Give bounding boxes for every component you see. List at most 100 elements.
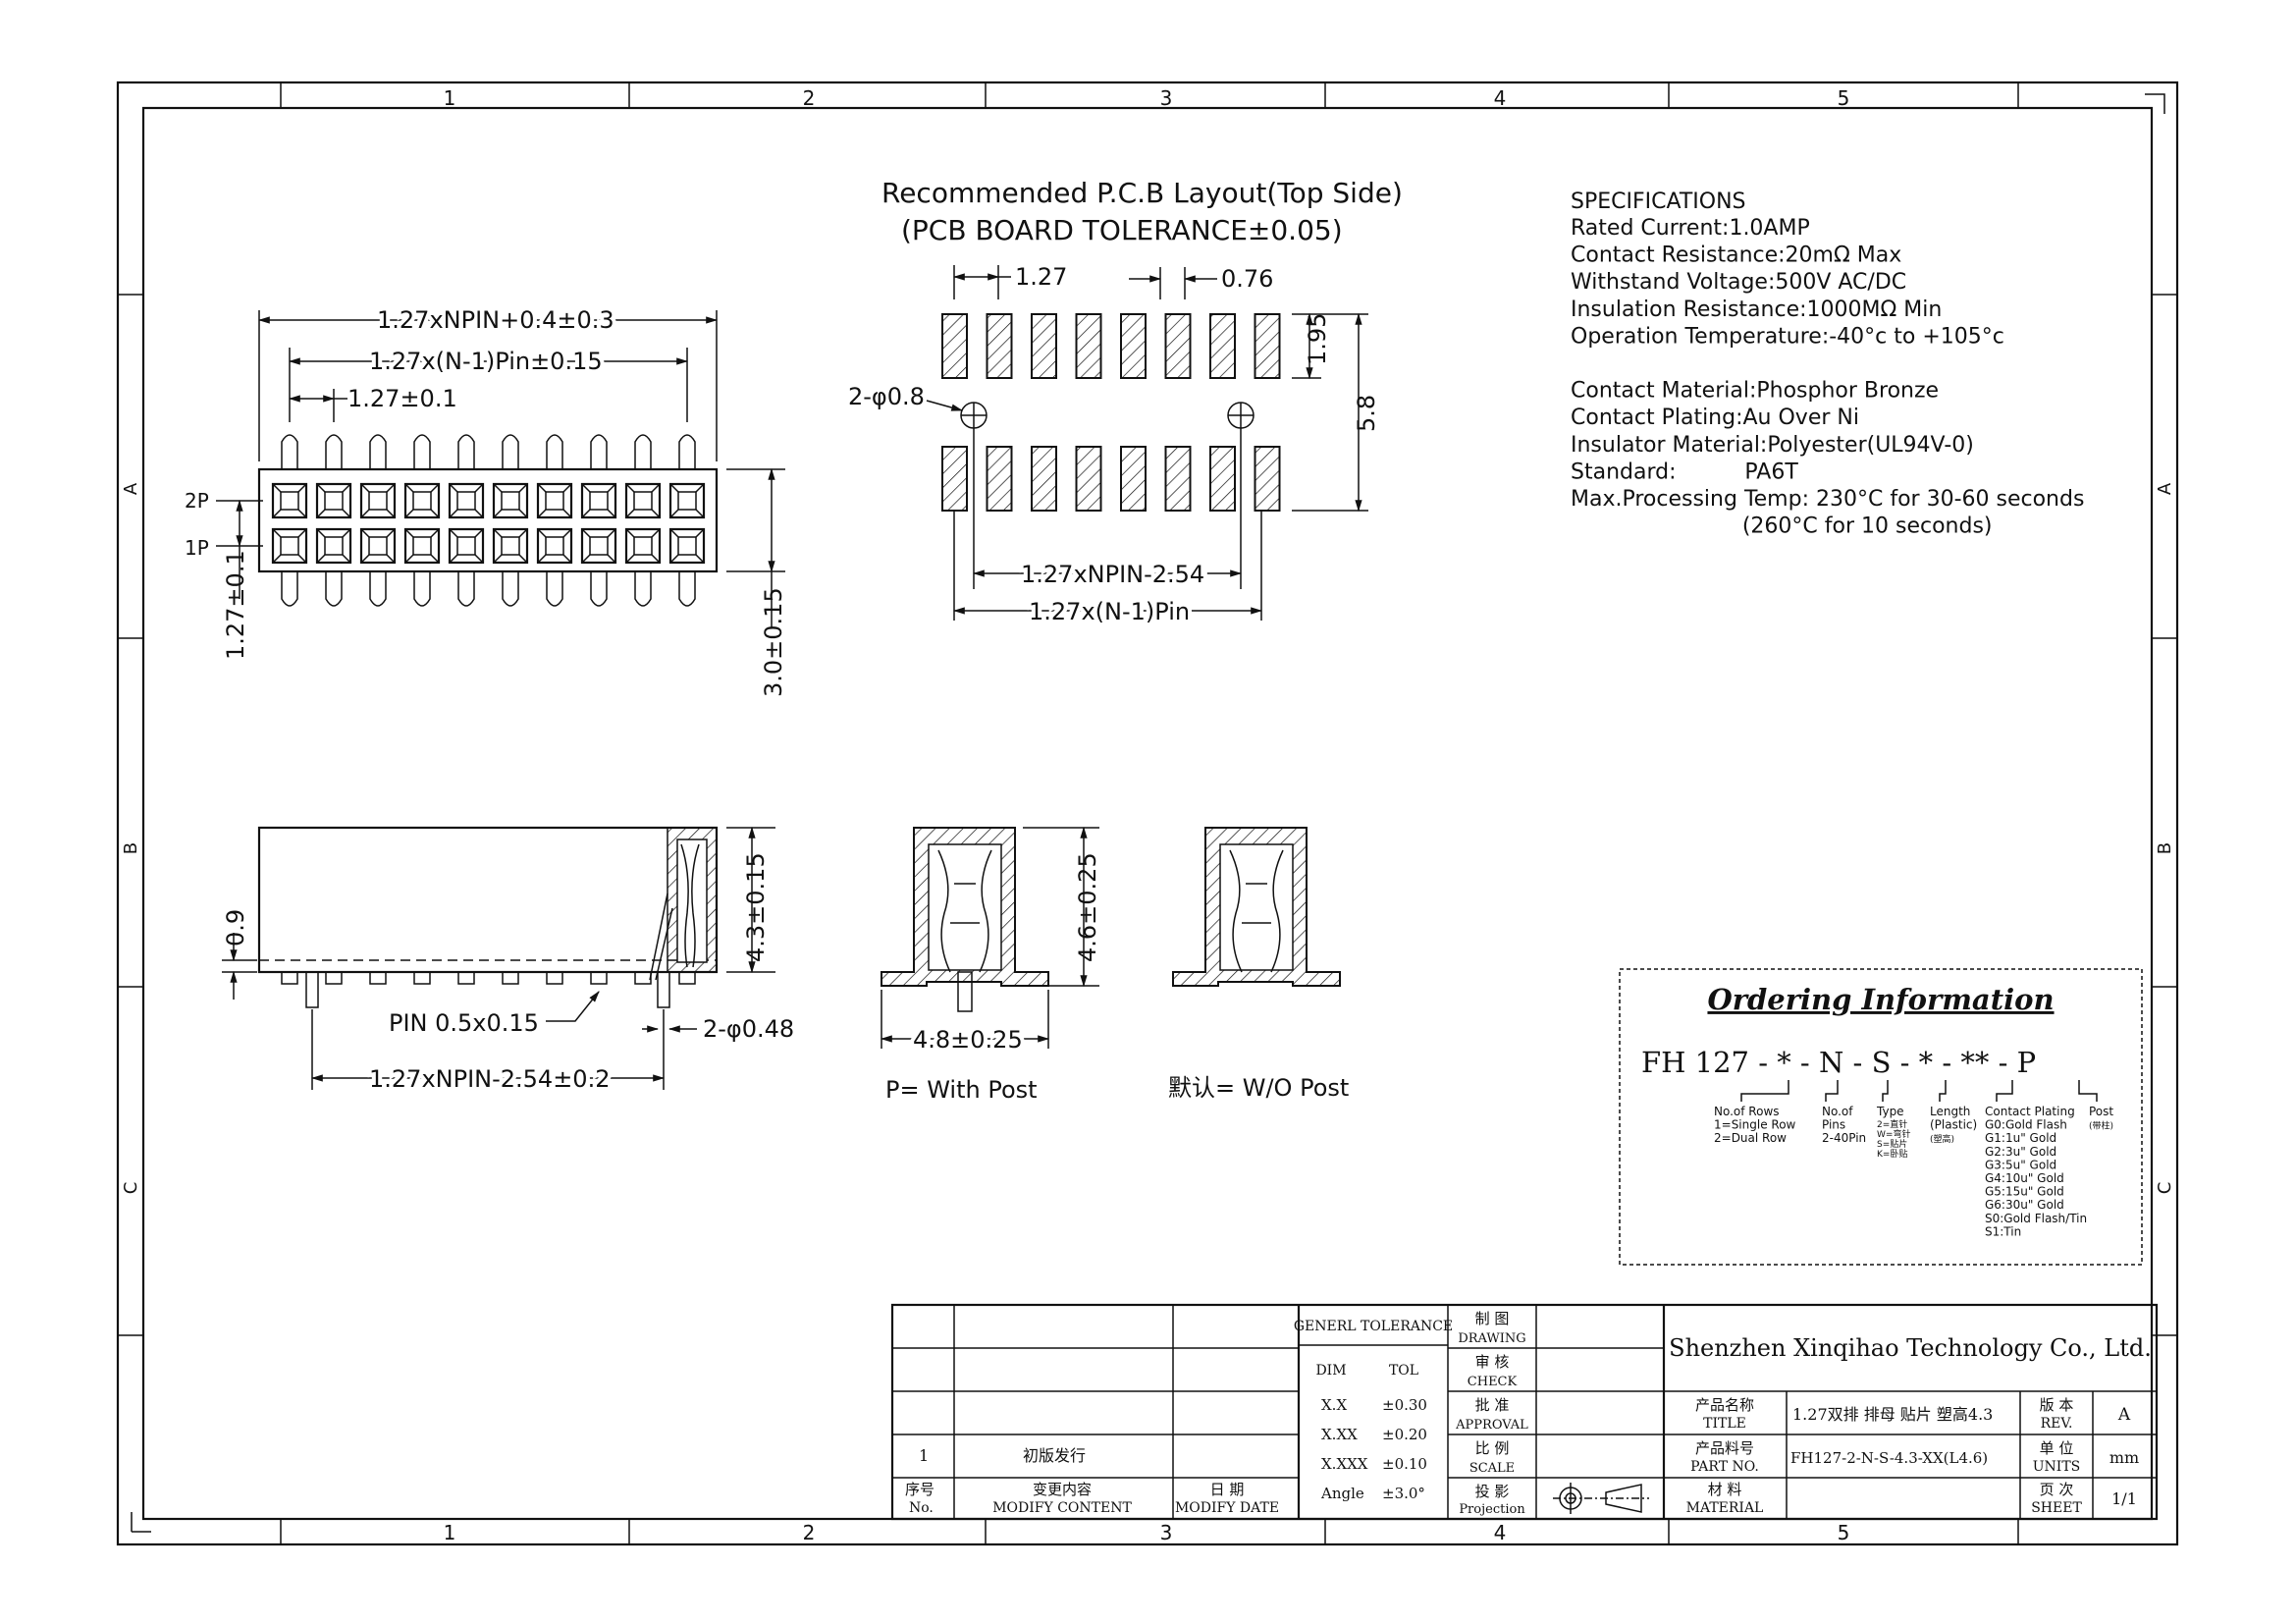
side-pin-foot xyxy=(281,971,298,985)
top-pin-column xyxy=(403,434,441,607)
spec-line: Contact Plating:Au Over Ni xyxy=(1571,406,1859,430)
tol-row-value: ±0.20 xyxy=(1382,1426,1427,1443)
zone-row-a-left: A xyxy=(121,482,141,495)
top-pin-column xyxy=(359,434,397,607)
tol-header: GENERL TOLERANCE xyxy=(1294,1319,1453,1334)
ordering-option: (Plastic) xyxy=(1930,1118,1977,1132)
side-pin-foot xyxy=(413,971,431,985)
top-label-2p: 2P xyxy=(185,489,209,513)
top-pin-column xyxy=(271,434,308,607)
approval-label-en: APPROVAL xyxy=(1455,1418,1528,1433)
ordering-option: G2:3u" Gold xyxy=(1985,1145,2056,1159)
sheet-label-en: SHEET xyxy=(2031,1500,2082,1516)
ordering-option: Contact Plating xyxy=(1985,1105,2075,1118)
check-label-cn: 审 核 xyxy=(1475,1353,1510,1371)
ordering-option: G3:5u" Gold xyxy=(1985,1158,2056,1171)
zone-col-2-top: 2 xyxy=(803,86,816,110)
title-label-en: TITLE xyxy=(1703,1416,1746,1432)
sheet-label-cn: 页 次 xyxy=(2040,1481,2074,1498)
scale-label-cn: 比 例 xyxy=(1475,1439,1510,1457)
top-pin-column xyxy=(536,434,573,607)
ordering-option: 1=Single Row xyxy=(1714,1118,1796,1132)
tol-row-dim: Angle xyxy=(1320,1485,1364,1502)
pcb-pad xyxy=(986,446,1013,512)
ordering-option: (塑高) xyxy=(1930,1133,1954,1145)
projection-label-cn: 投 影 xyxy=(1475,1483,1510,1500)
zone-row-c-right: C xyxy=(2155,1182,2175,1195)
col-no-cn: 序号 xyxy=(905,1481,934,1498)
side-dim-height: 4.3±0.15 xyxy=(742,852,770,962)
spec-line: Max.Processing Temp: 230°C for 30-60 sec… xyxy=(1571,487,2084,512)
pcb-pad xyxy=(1031,446,1057,512)
top-label-1p: 1P xyxy=(185,536,209,560)
spec-line: Contact Material:Phosphor Bronze xyxy=(1571,379,1939,404)
zone-row-b-right: B xyxy=(2155,842,2175,854)
pcb-pad xyxy=(1209,313,1236,379)
top-pin-column xyxy=(492,434,529,607)
side-pin-foot xyxy=(590,971,608,985)
zone-labels: 1 2 3 4 5 1 2 3 4 5 A B C A B C xyxy=(121,86,2175,1544)
spec-line: Insulator Material:Polyester(UL94V-0) xyxy=(1571,433,1974,458)
title-value: 1.27双排 排母 贴片 塑高4.3 xyxy=(1792,1405,1993,1424)
rev-label-cn: 版 本 xyxy=(2040,1396,2074,1414)
pcb-dim-pad: 0.76 xyxy=(1221,265,1273,293)
side-pin-foot xyxy=(634,971,652,985)
top-pin-column xyxy=(668,434,706,607)
side-dim-post-dia: 2-φ0.48 xyxy=(703,1015,794,1043)
top-dim-pitch: 1.27±0.1 xyxy=(347,385,457,412)
col-no-en: No. xyxy=(909,1500,934,1516)
scale-label-en: SCALE xyxy=(1469,1461,1515,1476)
rev-value: A xyxy=(2117,1405,2131,1425)
ordering-option: W=弯针 xyxy=(1877,1128,1910,1140)
pcb-pad xyxy=(1164,446,1192,512)
material-label-en: MATERIAL xyxy=(1686,1500,1764,1516)
side-view: 0.9 4.3±0.15 PIN 0.5x0.15 2-φ0.48 1.27xN… xyxy=(222,826,794,1097)
sheet-value: 1/1 xyxy=(2111,1489,2137,1508)
top-pin-column xyxy=(448,434,485,607)
ordering-option: 2=直针 xyxy=(1877,1118,1907,1130)
partno-label-en: PART NO. xyxy=(1690,1459,1759,1475)
tol-row-dim: X.XX xyxy=(1321,1426,1358,1443)
partno-label-cn: 产品料号 xyxy=(1695,1439,1754,1457)
units-label-cn: 单 位 xyxy=(2040,1439,2074,1457)
zone-col-3-top: 3 xyxy=(1160,86,1173,110)
spec-line: Operation Temperature:-40°c to +105°c xyxy=(1571,324,2004,349)
approval-label-cn: 批 准 xyxy=(1475,1396,1510,1414)
pcb-dim-total: 1.27x(N-1)Pin xyxy=(1029,598,1190,625)
col-content-cn: 变更内容 xyxy=(1033,1481,1092,1498)
ordering-option: Pins xyxy=(1822,1118,1845,1132)
pcb-dim-post: 1.27xNPIN-2.54 xyxy=(1021,561,1204,588)
top-view: 1.27xNPIN+0.4±0.3 1.27x(N-1)Pin±0.15 1.2… xyxy=(185,302,787,697)
ordering-option: Length xyxy=(1930,1105,1970,1118)
tol-dim-header: DIM xyxy=(1315,1363,1346,1379)
side-pin-foot xyxy=(678,971,696,985)
ordering-option: (带柱) xyxy=(2089,1120,2113,1132)
ordering-option: 2=Dual Row xyxy=(1714,1131,1787,1145)
drawing-label-en: DRAWING xyxy=(1458,1331,1525,1346)
spec-line: Contact Resistance:20mΩ Max xyxy=(1571,243,1901,268)
ordering-option: G5:15u" Gold xyxy=(1985,1185,2064,1199)
end-view-without-post: 默认= W/O Post xyxy=(1168,827,1349,1102)
tol-row-value: ±3.0° xyxy=(1382,1485,1425,1502)
pcb-pad xyxy=(1120,313,1147,379)
title-block: 1 初版发行 序号 No. 变更内容 MODIFY CONTENT 日 期 MO… xyxy=(890,1303,2159,1521)
tol-row-value: ±0.10 xyxy=(1382,1455,1427,1473)
units-value: mm xyxy=(2109,1448,2139,1467)
ordering-option: G1:1u" Gold xyxy=(1985,1131,2056,1145)
side-pin-foot xyxy=(457,971,475,985)
end-dim-width: 4.8±0.25 xyxy=(913,1026,1023,1054)
zone-row-c-left: C xyxy=(121,1182,141,1195)
specifications: SPECIFICATIONS Rated Current:1.0AMPConta… xyxy=(1571,189,2084,539)
title-label-cn: 产品名称 xyxy=(1695,1396,1754,1414)
side-pin-foot xyxy=(325,971,343,985)
tol-row-value: ±0.30 xyxy=(1382,1396,1427,1414)
spec-line: Insulation Resistance:1000MΩ Min xyxy=(1571,298,1942,322)
pcb-hole-right xyxy=(1227,402,1255,429)
col-content-en: MODIFY CONTENT xyxy=(992,1500,1132,1516)
zone-col-1-bottom: 1 xyxy=(444,1521,456,1544)
spec-line: Rated Current:1.0AMP xyxy=(1571,216,1810,241)
pcb-pad xyxy=(1075,313,1102,379)
top-dim-overall: 1.27xNPIN+0.4±0.3 xyxy=(377,306,614,334)
tol-row-dim: X.X xyxy=(1321,1396,1347,1414)
